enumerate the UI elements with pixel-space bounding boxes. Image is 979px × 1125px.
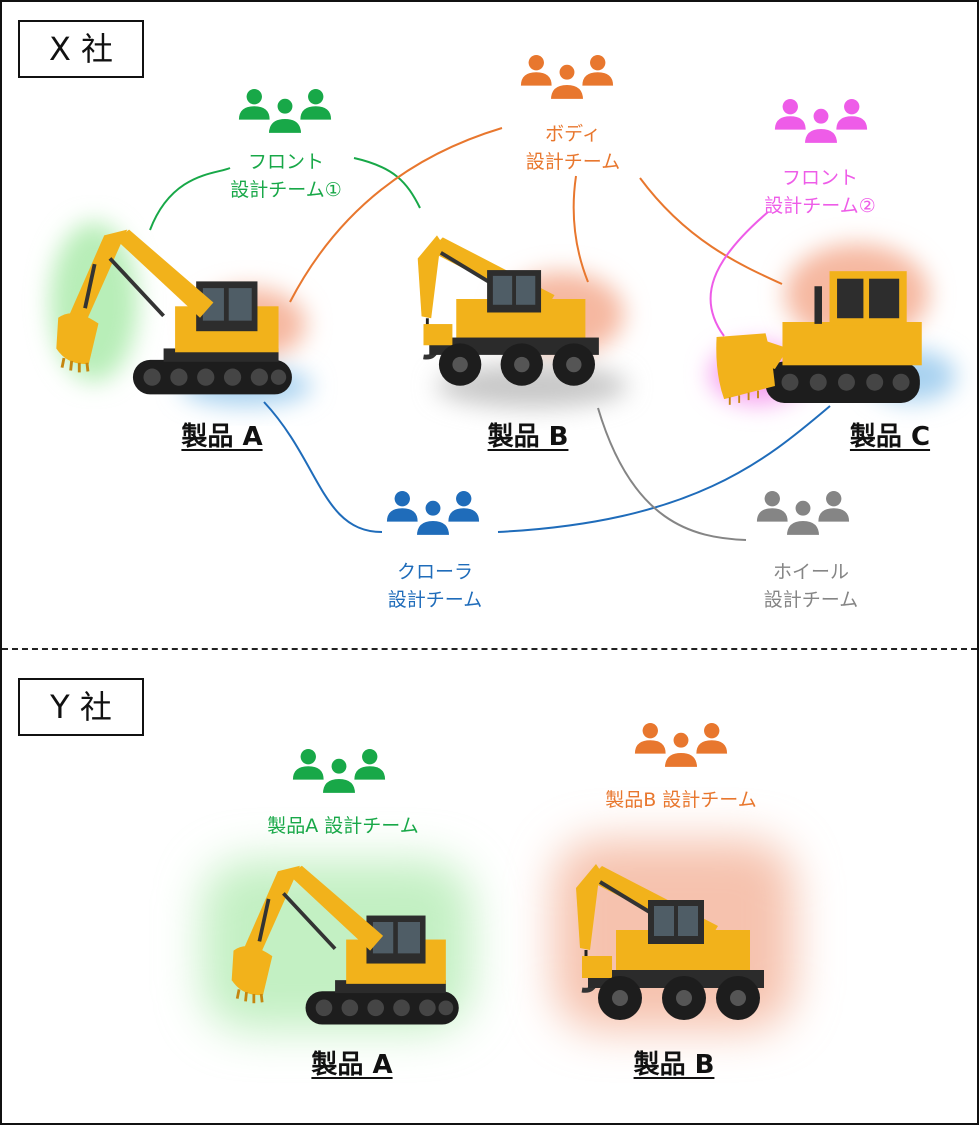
body-team-label-line2: 設計チーム xyxy=(525,151,621,173)
y-product-b-wheeled-excavator-icon xyxy=(568,830,788,1030)
front2-team-label: フロント 設計チーム② xyxy=(736,164,904,220)
product-a-label: 製品 A xyxy=(181,422,263,452)
body-to-product-a-line xyxy=(289,127,503,303)
wheel-to-product-b-line xyxy=(597,407,747,541)
front1-to-product-a-line xyxy=(149,167,231,231)
product-b-team-people-icon xyxy=(632,722,730,770)
body-to-product-b-line xyxy=(572,175,589,283)
company-y-label: Y 社 xyxy=(50,688,112,726)
crawler-team-label-line1: クローラ xyxy=(396,561,473,583)
body-team-label-line1: ボディ xyxy=(545,123,601,145)
wheel-team-label-line1: ホイール xyxy=(772,561,849,583)
crawler-team-people-icon xyxy=(384,490,482,538)
crawler-team-label-line2: 設計チーム xyxy=(387,589,483,611)
y-highlights xyxy=(202,840,794,1030)
y-product-a-excavator-icon xyxy=(228,858,468,1034)
wheel-team-label: ホイール 設計チーム xyxy=(736,558,886,614)
product-c-bulldozer-icon xyxy=(702,258,942,418)
wheel-team-label-line2: 設計チーム xyxy=(763,589,859,611)
body-team-label: ボディ 設計チーム xyxy=(498,120,648,176)
company-x-label-box: X 社 xyxy=(18,20,144,78)
front1-team-people-icon xyxy=(236,88,334,136)
body-to-product-c-line xyxy=(639,177,783,285)
product-b-wheeled-excavator-icon xyxy=(410,202,622,396)
company-x-label: X 社 xyxy=(48,30,114,68)
body-team-people-icon xyxy=(518,54,616,102)
y-product-b-label: 製品 B xyxy=(633,1050,715,1080)
product-a-excavator-icon xyxy=(52,222,302,404)
front1-team-label-line1: フロント xyxy=(247,151,324,173)
company-divider xyxy=(2,648,977,650)
product-a-team-label: 製品A 設計チーム xyxy=(267,815,419,837)
crawler-to-product-c-line xyxy=(497,405,831,533)
front2-to-product-c-line xyxy=(709,211,769,337)
y-product-a-label: 製品 A xyxy=(311,1050,393,1080)
product-a-team-people-icon xyxy=(290,748,388,796)
front1-team-label-line2: 設計チーム① xyxy=(230,179,342,201)
crawler-to-product-a-line xyxy=(263,401,383,533)
front1-to-product-b-line xyxy=(353,157,421,209)
product-b-label: 製品 B xyxy=(487,422,569,452)
front2-team-people-icon xyxy=(772,98,870,146)
front1-team-label: フロント 設計チーム① xyxy=(202,148,370,204)
front2-team-label-line1: フロント xyxy=(781,167,858,189)
wheel-team-people-icon xyxy=(754,490,852,538)
crawler-team-label: クローラ 設計チーム xyxy=(360,558,510,614)
product-b-team-label: 製品B 設計チーム xyxy=(605,789,757,811)
company-y-label-box: Y 社 xyxy=(18,678,144,736)
front2-team-label-line2: 設計チーム② xyxy=(764,195,876,217)
x-connectors xyxy=(149,127,831,541)
product-c-label: 製品 C xyxy=(849,422,931,452)
